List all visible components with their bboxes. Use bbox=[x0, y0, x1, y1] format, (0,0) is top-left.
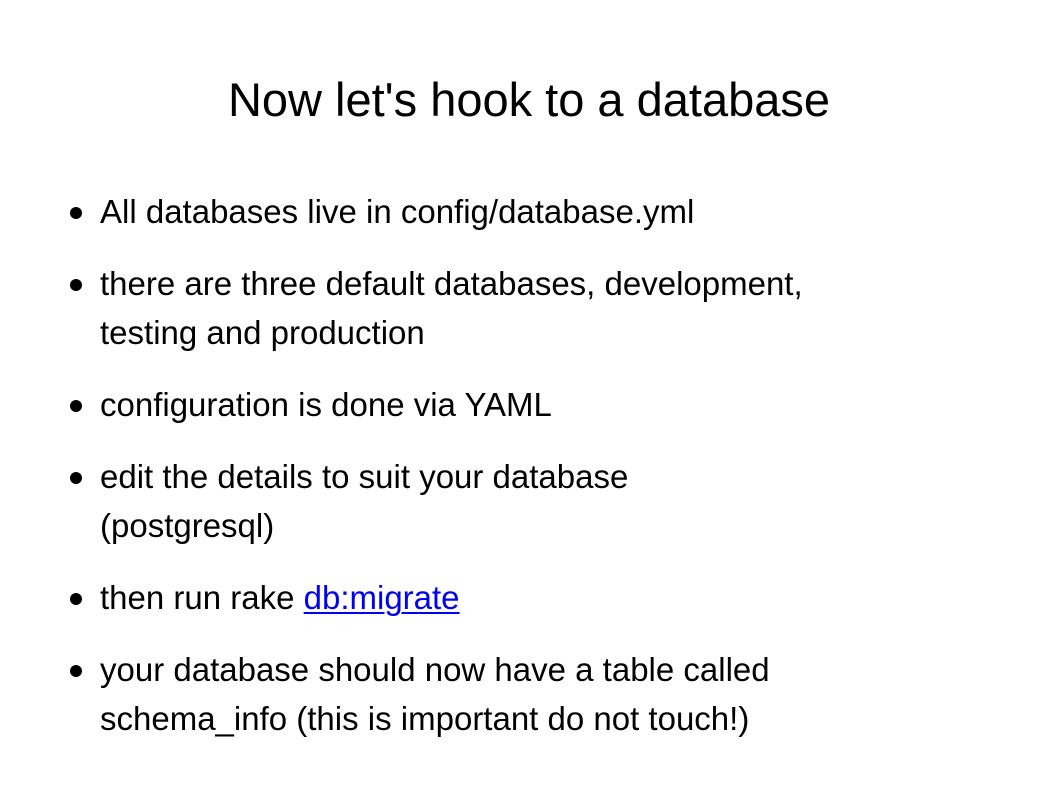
bullet-dot-icon bbox=[70, 472, 82, 484]
bullet-dot-icon bbox=[70, 279, 82, 291]
bullet-dot-icon bbox=[70, 400, 82, 412]
bullet-text-line-1: your database should now have a table ca… bbox=[100, 651, 770, 688]
bullet-dot-icon bbox=[70, 593, 82, 605]
slide-title: Now let's hook to a database bbox=[227, 73, 831, 126]
bullet-text: configuration is done via YAML bbox=[100, 386, 552, 423]
bullet-text: then run rake db:migrate bbox=[100, 578, 1030, 618]
bullet-text: All databases live in config/database.ym… bbox=[100, 193, 695, 230]
bullet-dot-icon bbox=[70, 207, 82, 219]
bullet-dot-icon bbox=[70, 665, 82, 677]
bullet-text-line-1: edit the details to suit your database bbox=[100, 458, 629, 495]
bullet-text-line-1: there are three default databases, devel… bbox=[100, 265, 803, 302]
bullet-text-prefix: then run rake bbox=[100, 579, 304, 616]
bullet-text-line-2: schema_info (this is important do not to… bbox=[100, 700, 750, 737]
bullet-text-line-2: (postgresql) bbox=[100, 507, 275, 544]
bullet-text-line-2: testing and production bbox=[100, 314, 425, 351]
db-migrate-link[interactable]: db:migrate bbox=[303, 579, 460, 616]
